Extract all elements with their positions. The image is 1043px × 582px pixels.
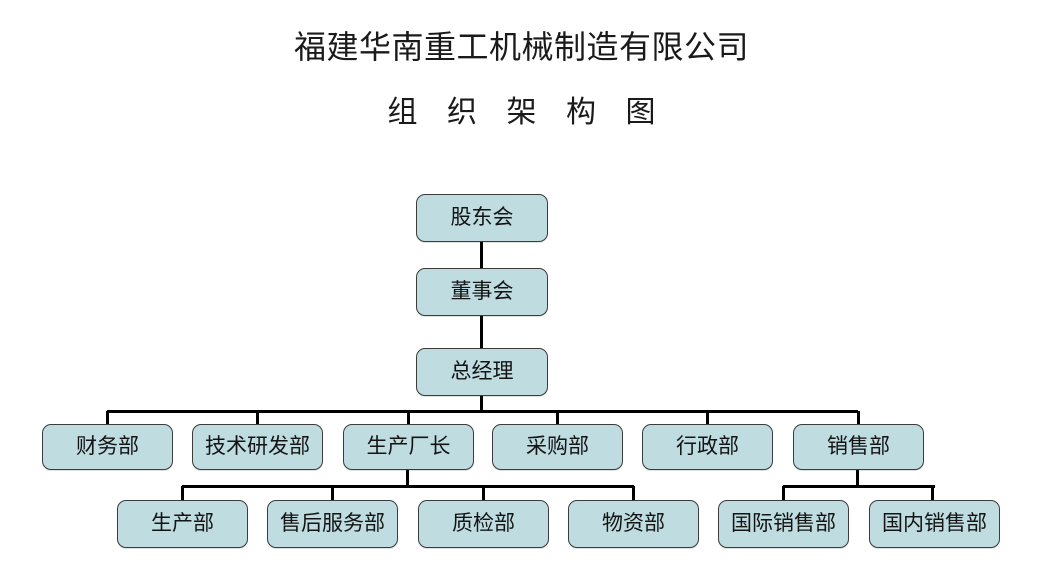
connector-bus-drop-n4 xyxy=(106,411,109,425)
org-node-n9[interactable]: 销售部 xyxy=(793,424,924,470)
connector-prod-bus-drop-n12 xyxy=(482,486,485,501)
org-node-label: 采购部 xyxy=(526,434,589,458)
org-node-label: 售后服务部 xyxy=(280,511,385,535)
org-node-n5[interactable]: 技术研发部 xyxy=(192,424,323,470)
org-node-n6[interactable]: 生产厂长 xyxy=(343,424,474,470)
connector-sales-bus xyxy=(783,485,935,488)
connector-prod-bus-drop-n13 xyxy=(632,486,635,501)
org-node-n10[interactable]: 生产部 xyxy=(117,500,248,548)
org-node-label: 财务部 xyxy=(76,434,139,458)
org-node-label: 股东会 xyxy=(450,205,514,229)
org-node-label: 国内销售部 xyxy=(882,511,987,535)
org-node-n11[interactable]: 售后服务部 xyxy=(267,500,398,548)
org-node-n3[interactable]: 总经理 xyxy=(416,348,548,396)
connector-n2-to-n3-stem xyxy=(480,316,483,348)
org-node-label: 销售部 xyxy=(827,434,890,458)
org-node-n2[interactable]: 董事会 xyxy=(416,268,548,316)
org-node-n1[interactable]: 股东会 xyxy=(416,194,548,242)
connector-n9-drop-to-bus xyxy=(856,470,859,488)
org-node-n15[interactable]: 国内销售部 xyxy=(869,500,1000,548)
org-node-label: 技术研发部 xyxy=(205,434,310,458)
connector-sales-bus-drop-n15 xyxy=(931,486,934,501)
org-node-n14[interactable]: 国际销售部 xyxy=(718,500,849,548)
connector-n6-drop-to-bus xyxy=(406,470,409,488)
connector-bus-drop-n7 xyxy=(556,411,559,425)
org-node-label: 总经理 xyxy=(450,359,514,383)
connector-prod-bus-drop-n11 xyxy=(331,486,334,501)
connector-bus-drop-n5 xyxy=(256,411,259,425)
org-node-label: 国际销售部 xyxy=(731,511,836,535)
org-node-label: 物资部 xyxy=(602,511,665,535)
connector-level3-bus xyxy=(107,410,858,413)
org-node-n13[interactable]: 物资部 xyxy=(568,500,699,548)
org-node-label: 生产部 xyxy=(151,511,214,535)
org-node-label: 质检部 xyxy=(452,511,515,535)
connector-bus-drop-n9 xyxy=(857,411,860,425)
org-node-label: 行政部 xyxy=(676,434,739,458)
connector-production-bus xyxy=(182,485,634,488)
org-node-n8[interactable]: 行政部 xyxy=(642,424,773,470)
org-node-label: 董事会 xyxy=(450,279,514,303)
org-node-n12[interactable]: 质检部 xyxy=(418,500,549,548)
connector-bus-drop-n8 xyxy=(706,411,709,425)
org-node-n4[interactable]: 财务部 xyxy=(42,424,173,470)
connector-bus-drop-n6 xyxy=(407,411,410,425)
connector-sales-bus-drop-n14 xyxy=(782,486,785,501)
connector-prod-bus-drop-n10 xyxy=(181,486,184,501)
page-title: 福建华南重工机械制造有限公司 xyxy=(293,29,749,65)
org-node-label: 生产厂长 xyxy=(366,434,451,458)
page-subtitle: 组 织 架 构 图 xyxy=(387,96,667,129)
connector-n1-to-n2-stem xyxy=(480,242,483,268)
connector-n3-drop-to-bus xyxy=(480,396,483,413)
org-node-n7[interactable]: 采购部 xyxy=(492,424,623,470)
